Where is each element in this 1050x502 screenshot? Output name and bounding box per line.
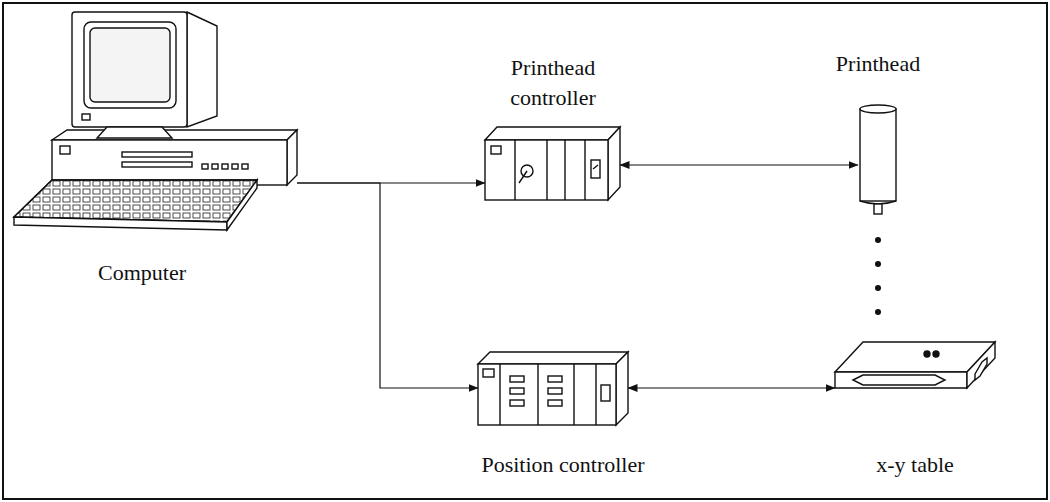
xy-table-drawing xyxy=(835,342,995,388)
table-node: x-y table xyxy=(835,340,995,390)
computer-drawing xyxy=(14,12,297,230)
frame xyxy=(3,3,1047,499)
device-label: Printhead controller xyxy=(473,53,633,113)
computer-node: Computer xyxy=(12,12,297,242)
position-controller-drawing xyxy=(478,352,628,425)
connector-arrow xyxy=(620,164,858,165)
device-label: Computer xyxy=(72,258,212,288)
droplets xyxy=(875,237,881,315)
connector-arrow xyxy=(297,183,478,388)
connector-arrow xyxy=(628,387,835,388)
printhead-node: Printhead xyxy=(858,105,898,215)
device-label: Position controller xyxy=(463,450,663,480)
device-label: Printhead xyxy=(813,49,943,79)
controller-node: Position controller xyxy=(478,350,628,425)
printhead-drawing xyxy=(860,105,896,214)
printhead-controller-drawing xyxy=(485,127,620,200)
device-label: x-y table xyxy=(845,450,985,480)
controller-node: Printhead controller xyxy=(485,125,620,200)
